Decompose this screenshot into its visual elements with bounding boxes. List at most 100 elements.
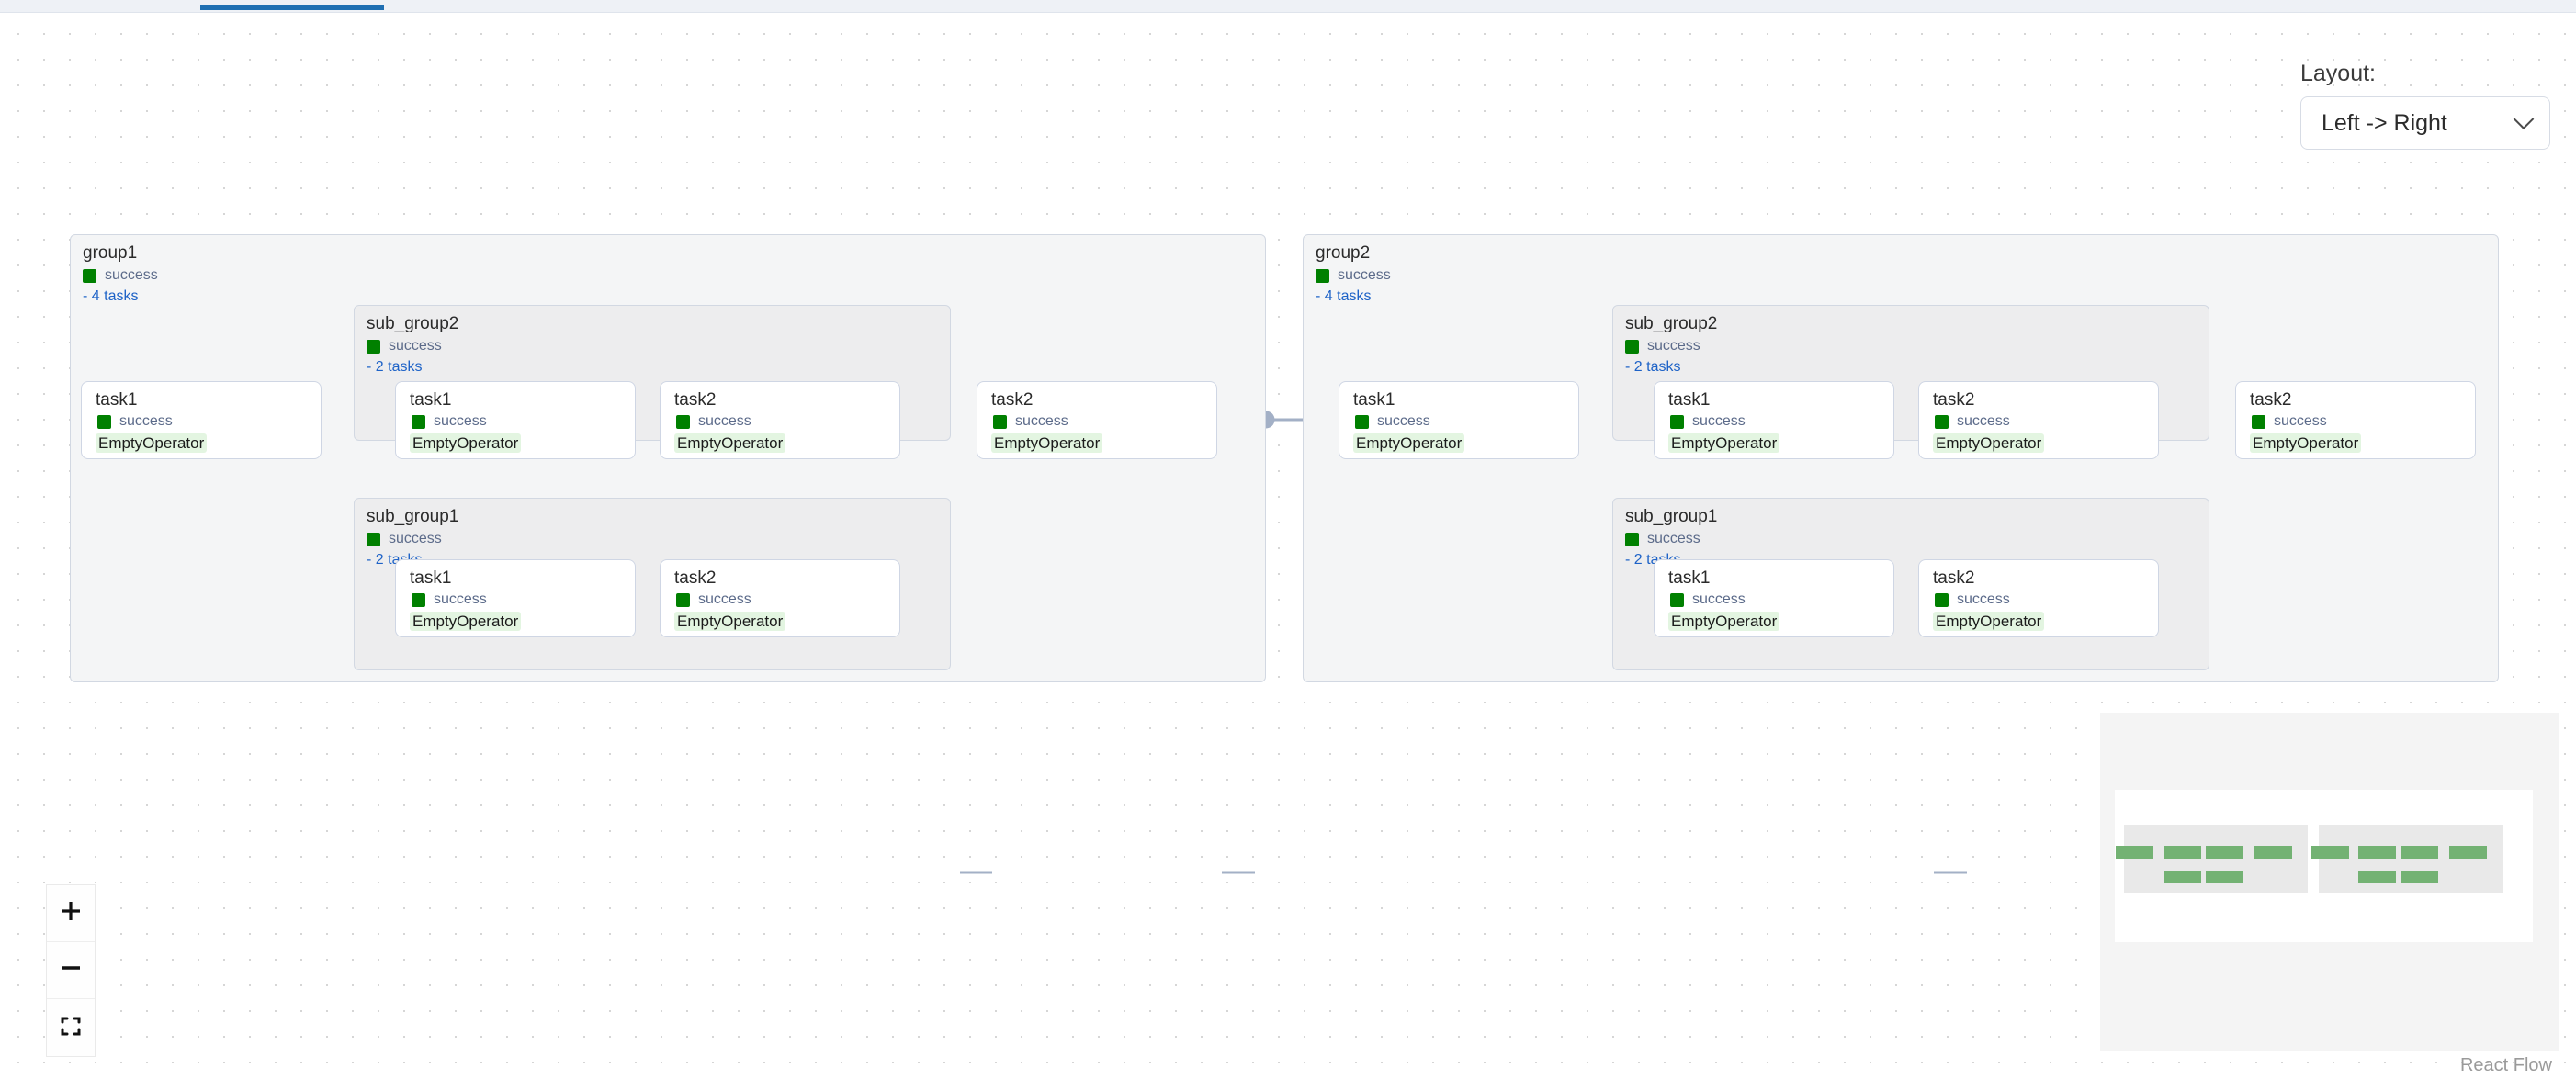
success-status-icon — [676, 592, 690, 607]
zoom-in-button[interactable] — [47, 885, 95, 942]
task-state: success — [1670, 591, 1893, 608]
task-operator: EmptyOperator — [991, 433, 1103, 453]
task-operator: EmptyOperator — [1353, 433, 1465, 453]
group-state-label: success — [1647, 338, 1700, 354]
task-title: task1 — [410, 568, 452, 588]
task-title: task2 — [674, 390, 717, 410]
group-title: group1 — [83, 243, 138, 263]
task-operator: EmptyOperator — [1933, 433, 2045, 453]
task-node[interactable]: task1 success EmptyOperator — [1654, 559, 1894, 637]
group-state-label: success — [389, 338, 442, 354]
group-state: success — [83, 267, 158, 284]
task-state-label: success — [698, 413, 751, 429]
success-status-icon — [367, 532, 380, 546]
minus-icon — [59, 956, 83, 984]
react-flow-attribution[interactable]: React Flow — [2459, 1055, 2552, 1075]
group-header: sub_group2 success - 2 tasks — [367, 314, 458, 377]
minimap[interactable]: React Flow — [2100, 713, 2559, 1075]
group-state-label: success — [105, 267, 158, 283]
task-state-label: success — [434, 413, 487, 429]
layout-select[interactable]: Left -> Right — [2300, 96, 2550, 150]
minimap-node — [2254, 846, 2292, 859]
zoom-out-button[interactable] — [47, 942, 95, 999]
success-status-icon — [1625, 532, 1639, 546]
group-header: group2 success - 4 tasks — [1316, 243, 1391, 306]
task-title: task2 — [1933, 568, 1975, 588]
success-status-icon — [97, 414, 111, 429]
task-state: success — [1935, 591, 2158, 608]
task-title: task1 — [96, 390, 138, 410]
flow-canvas[interactable]: group1 success - 4 tasks task1 success E… — [0, 14, 2576, 1080]
layout-select-value: Left -> Right — [2322, 109, 2447, 136]
group-state: success — [1625, 338, 1717, 354]
task-operator: EmptyOperator — [674, 612, 786, 631]
group-state: success — [367, 338, 458, 354]
active-tab-indicator[interactable] — [200, 5, 384, 10]
success-status-icon — [367, 339, 380, 354]
task-title: task2 — [1933, 390, 1975, 410]
minimap-node — [2449, 846, 2487, 859]
success-status-icon — [1625, 339, 1639, 354]
task-title: task2 — [2250, 390, 2292, 410]
task-title: task1 — [1668, 568, 1711, 588]
task-node[interactable]: task2 success EmptyOperator — [1918, 559, 2159, 637]
task-state: success — [1935, 413, 2158, 430]
task-state: success — [676, 591, 899, 608]
minimap-node — [2358, 871, 2396, 883]
success-status-icon — [1935, 592, 1949, 607]
group-header: group1 success - 4 tasks — [83, 243, 158, 306]
layout-panel: Layout: Left -> Right — [2300, 60, 2550, 150]
task-node[interactable]: task2 success EmptyOperator — [2235, 381, 2476, 459]
minimap-node — [2164, 871, 2201, 883]
group-tasks-toggle[interactable]: - 4 tasks — [83, 288, 139, 304]
fit-view-button[interactable] — [47, 999, 95, 1056]
task-state-label: success — [1692, 413, 1746, 429]
task-state-label: success — [698, 591, 751, 607]
success-status-icon — [2252, 414, 2265, 429]
group-tasks-toggle[interactable]: - 2 tasks — [367, 359, 423, 375]
success-status-icon — [412, 592, 425, 607]
minimap-node — [2116, 846, 2153, 859]
group-tasks-toggle[interactable]: - 2 tasks — [1625, 359, 1681, 375]
task-operator: EmptyOperator — [410, 433, 522, 453]
group-state: success — [1625, 531, 1717, 547]
minimap-viewport[interactable] — [2115, 790, 2533, 942]
task-state: success — [97, 413, 321, 430]
group-tasks-toggle[interactable]: - 4 tasks — [1316, 288, 1372, 304]
group-title: group2 — [1316, 243, 1371, 263]
task-node[interactable]: task2 success EmptyOperator — [660, 381, 900, 459]
fit-view-icon — [59, 1014, 83, 1042]
task-state: success — [412, 591, 635, 608]
task-node[interactable]: task1 success EmptyOperator — [395, 559, 636, 637]
task-node[interactable]: task1 success EmptyOperator — [81, 381, 322, 459]
task-node[interactable]: task2 success EmptyOperator — [1918, 381, 2159, 459]
task-node[interactable]: task1 success EmptyOperator — [1654, 381, 1894, 459]
minimap-node — [2206, 871, 2243, 883]
group-title: sub_group2 — [1625, 314, 1718, 333]
group-state-label: success — [1647, 531, 1700, 546]
task-node[interactable]: task1 success EmptyOperator — [1339, 381, 1579, 459]
minimap-node — [2358, 846, 2396, 859]
task-operator: EmptyOperator — [1933, 612, 2045, 631]
task-node[interactable]: task2 success EmptyOperator — [660, 559, 900, 637]
task-state: success — [412, 413, 635, 430]
task-operator: EmptyOperator — [1668, 612, 1780, 631]
minimap-node — [2206, 846, 2243, 859]
top-tab-strip — [0, 0, 2576, 13]
task-node[interactable]: task2 success EmptyOperator — [977, 381, 1217, 459]
task-operator: EmptyOperator — [96, 433, 208, 453]
task-state-label: success — [1377, 413, 1430, 429]
success-status-icon — [83, 268, 96, 283]
task-node[interactable]: task1 success EmptyOperator — [395, 381, 636, 459]
success-status-icon — [412, 414, 425, 429]
task-operator: EmptyOperator — [2250, 433, 2362, 453]
group-state: success — [367, 531, 458, 547]
group-title: sub_group1 — [1625, 507, 1718, 526]
success-status-icon — [1935, 414, 1949, 429]
task-state: success — [1670, 413, 1893, 430]
group-header: sub_group1 success - 2 tasks — [1625, 507, 1717, 569]
minimap-node — [2401, 846, 2438, 859]
task-title: task2 — [991, 390, 1034, 410]
task-operator: EmptyOperator — [410, 612, 522, 631]
task-operator: EmptyOperator — [1668, 433, 1780, 453]
